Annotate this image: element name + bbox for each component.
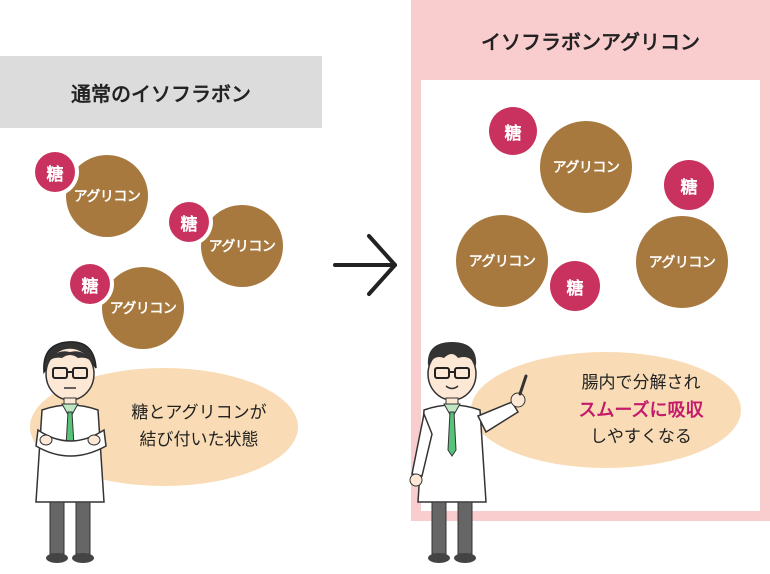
sugar-circle: 糖 <box>664 160 714 210</box>
aglycone-circle: アグリコン <box>102 267 184 349</box>
aglycone-circle: アグリコン <box>636 216 728 308</box>
sugar-circle: 糖 <box>489 107 537 155</box>
scientist-arms-crossed-icon <box>35 341 107 563</box>
sugar-circle: 糖 <box>550 261 600 311</box>
sugar-circle: 糖 <box>169 202 209 242</box>
normal-isoflavone-header: 通常のイソフラボン <box>0 56 322 128</box>
aglycone-circle: アグリコン <box>540 121 632 213</box>
aglycone-circle: アグリコン <box>66 155 148 237</box>
right-arrow-icon <box>333 234 397 296</box>
aglycone-circle: アグリコン <box>201 205 283 287</box>
aglycone-circle: アグリコン <box>456 215 548 307</box>
scientist-pointing-icon <box>409 342 528 563</box>
sugar-circle: 糖 <box>35 152 75 192</box>
isoflavone-aglycone-title: イソフラボンアグリコン <box>481 29 700 54</box>
smooth-absorption-highlight: スムーズに吸収 <box>578 399 704 421</box>
sugar-circle: 糖 <box>70 264 110 304</box>
normal-isoflavone-title: 通常のイソフラボン <box>71 81 251 106</box>
